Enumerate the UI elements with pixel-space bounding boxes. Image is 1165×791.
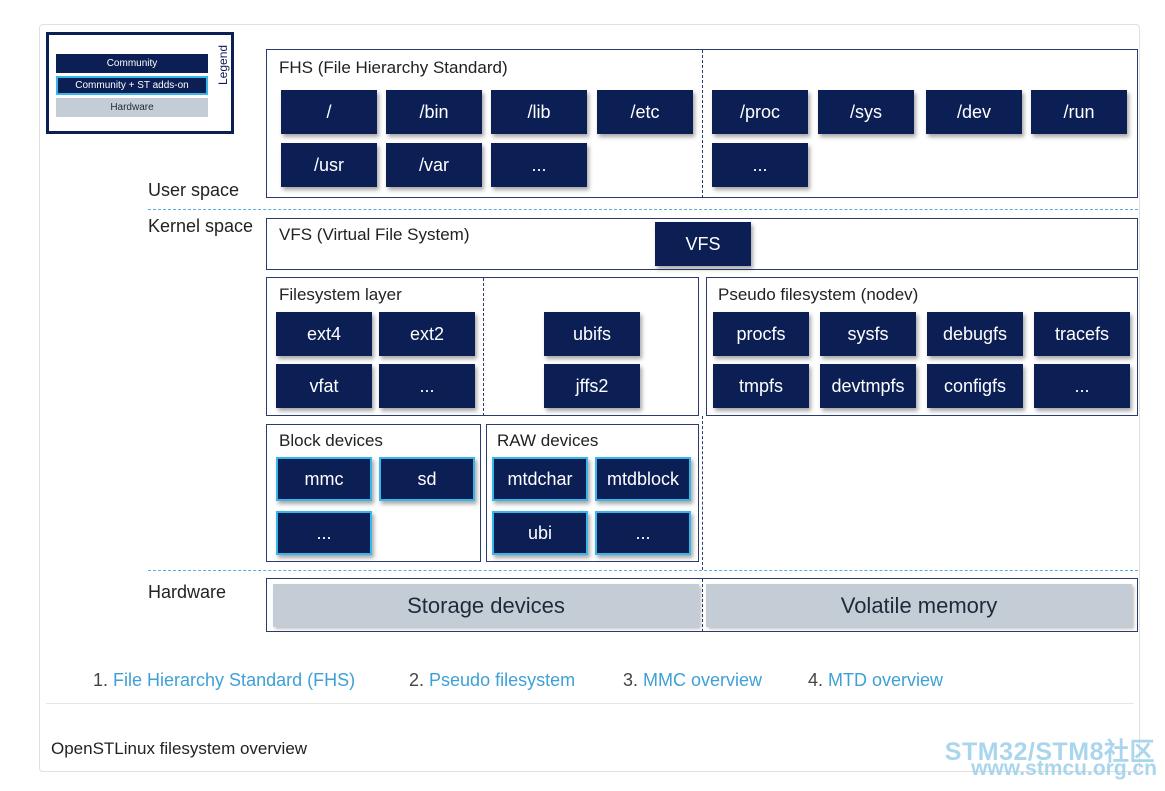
fhs-box-run: /run [1031,90,1127,134]
pseudo-box-sysfs: sysfs [820,312,916,356]
block-devices-title: Block devices [279,431,383,450]
fs-box-vfat: vfat [276,364,372,408]
legend-community: Community [56,54,208,73]
raw-box-mtdblock: mtdblock [595,457,691,501]
separator-kernel-hardware [148,570,1138,571]
zone-user-space: User space [148,180,240,200]
fhs-box-right-more: ... [712,143,808,187]
raw-box-more: ... [595,511,691,555]
fhs-title: FHS (File Hierarchy Standard) [279,58,508,77]
fs-box-jffs2: jffs2 [544,364,640,408]
filesystem-layer-divider [483,278,484,416]
fs-box-ubifs: ubifs [544,312,640,356]
fhs-box-etc: /etc [597,90,693,134]
vfs-box: VFS [655,222,751,266]
hardware-divider [702,579,703,632]
fhs-box-root: / [281,90,377,134]
footnote-4[interactable]: 4. MTD overview [808,670,943,691]
watermark-url: www.stmcu.org.cn [971,757,1157,780]
footnote-1[interactable]: 1. File Hierarchy Standard (FHS) [93,670,355,691]
fhs-box-more: ... [491,143,587,187]
fhs-box-proc: /proc [712,90,808,134]
vfs-title: VFS (Virtual File System) [279,225,470,244]
fs-box-more: ... [379,364,475,408]
footnote-2[interactable]: 2. Pseudo filesystem [409,670,575,691]
fhs-box-bin: /bin [386,90,482,134]
block-box-more: ... [276,511,372,555]
pseudo-box-more: ... [1034,364,1130,408]
pseudo-box-procfs: procfs [713,312,809,356]
filesystem-layer-title: Filesystem layer [279,285,402,304]
watermark-title: STM32/STM8社区 [944,738,1155,766]
kernel-divider [702,416,703,570]
footnote-3-link[interactable]: MMC overview [643,670,763,690]
fhs-box-lib: /lib [491,90,587,134]
footnote-3[interactable]: 3. MMC overview [623,670,762,691]
legend-title: Legend [216,44,230,85]
fhs-box-var: /var [386,143,482,187]
raw-devices-title: RAW devices [497,431,599,450]
figure-caption: OpenSTLinux filesystem overview [51,739,308,758]
footnote-4-link[interactable]: MTD overview [828,670,944,690]
footnote-4-num: 4. [808,670,824,690]
pseudo-box-configfs: configfs [927,364,1023,408]
footnote-1-num: 1. [93,670,109,690]
hw-volatile-memory: Volatile memory [706,584,1132,627]
pseudo-fs-title: Pseudo filesystem (nodev) [718,285,919,304]
block-box-sd: sd [379,457,475,501]
pseudo-box-debugfs: debugfs [927,312,1023,356]
fhs-box-usr: /usr [281,143,377,187]
raw-box-ubi: ubi [492,511,588,555]
raw-box-mtdchar: mtdchar [492,457,588,501]
legend-st-addons: Community + ST adds-on [56,76,208,95]
fs-box-ext2: ext2 [379,312,475,356]
footnote-2-num: 2. [409,670,425,690]
pseudo-box-tmpfs: tmpfs [713,364,809,408]
footnote-2-link[interactable]: Pseudo filesystem [429,670,576,690]
separator-user-kernel [148,209,1138,210]
fhs-box-dev: /dev [926,90,1022,134]
zone-kernel-space: Kernel space [148,216,254,236]
hw-storage-devices: Storage devices [273,584,699,627]
footnote-1-link[interactable]: File Hierarchy Standard (FHS) [113,670,356,690]
zone-hardware: Hardware [148,582,227,602]
legend: Community Community + ST adds-on Hardwar… [46,32,234,134]
block-box-mmc: mmc [276,457,372,501]
fhs-box-sys: /sys [818,90,914,134]
caption-separator [46,703,1134,704]
footnote-3-num: 3. [623,670,639,690]
fs-box-ext4: ext4 [276,312,372,356]
legend-hardware: Hardware [56,98,208,117]
pseudo-box-devtmpfs: devtmpfs [820,364,916,408]
pseudo-box-tracefs: tracefs [1034,312,1130,356]
fhs-divider [702,50,703,198]
